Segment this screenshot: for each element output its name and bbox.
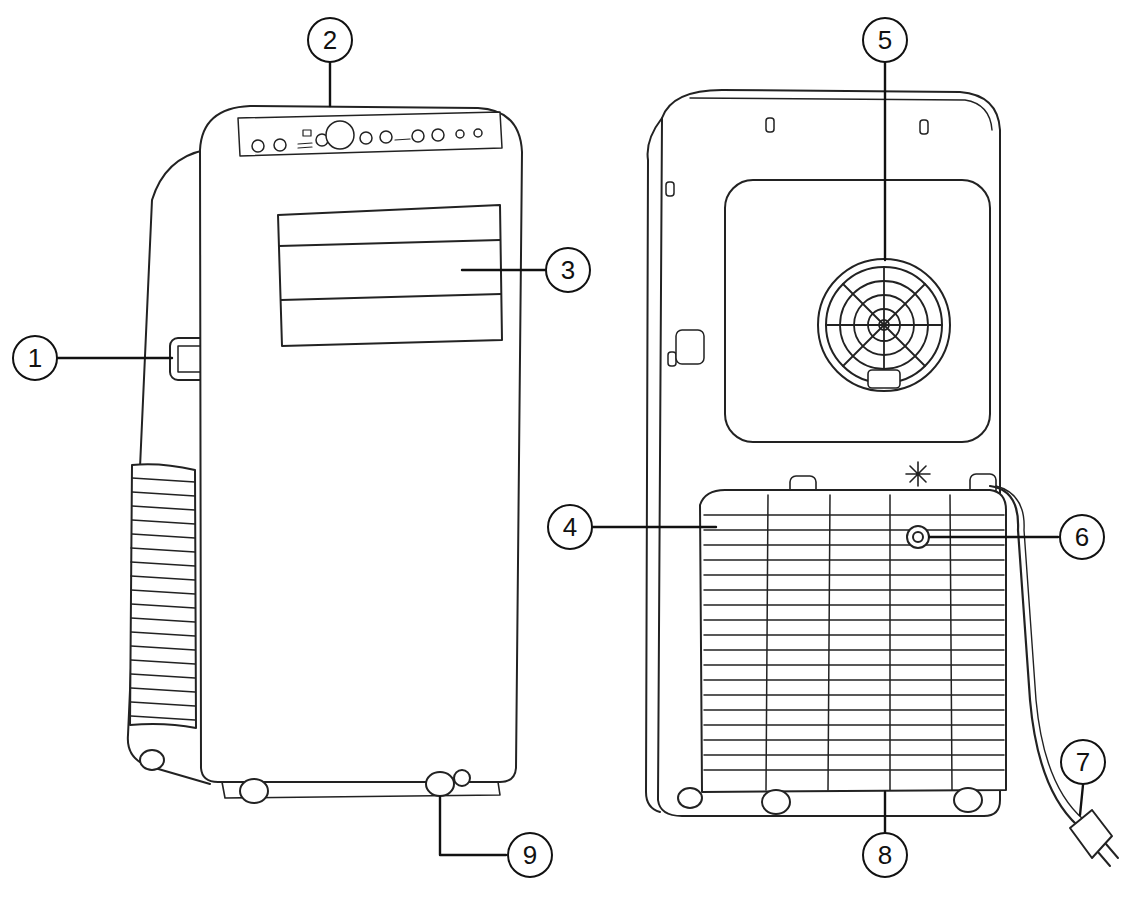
callout-number: 5 [862,17,908,63]
callout-number: 1 [12,335,58,381]
callout-number: 6 [1059,514,1105,560]
callout-number: 3 [545,247,591,293]
callout-number: 2 [307,17,353,63]
callout-number: 9 [507,832,553,878]
callout-number: 7 [1060,739,1106,785]
callout-number: 8 [862,832,908,878]
callout-number: 4 [547,504,593,550]
